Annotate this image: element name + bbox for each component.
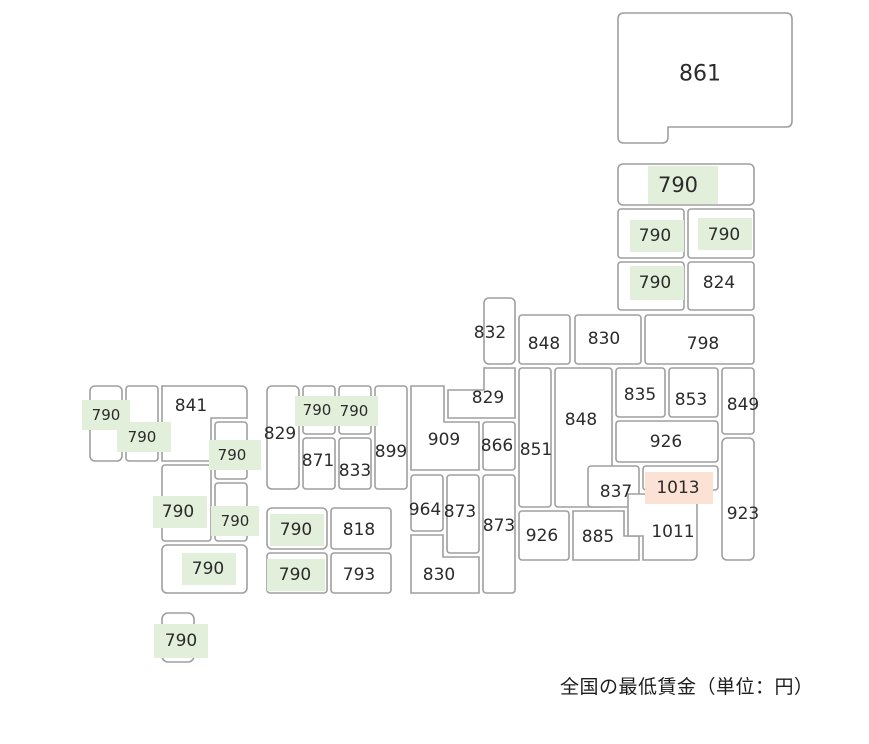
value-kanagawa: 1011 — [651, 522, 694, 542]
value-shimane: 790 — [303, 401, 332, 419]
highlight-saga — [117, 422, 171, 452]
cell-fukushima — [644, 314, 755, 365]
value-shiga: 866 — [481, 436, 513, 456]
value-hiroshima: 871 — [302, 451, 334, 471]
value-yamagata: 790 — [639, 273, 671, 293]
value-yamaguchi: 829 — [264, 424, 296, 444]
highlight-ehime — [270, 514, 324, 546]
cell-yamanashi — [587, 465, 640, 508]
value-fukui: 829 — [472, 388, 504, 408]
value-okayama: 833 — [339, 461, 371, 481]
cell-gifu — [518, 367, 552, 508]
value-osaka: 964 — [409, 500, 441, 520]
value-tokyo: 1013 — [656, 478, 699, 498]
cell-ibaraki — [721, 367, 755, 435]
cell-mie — [482, 474, 516, 594]
cell-aichi — [518, 510, 570, 561]
cell-toyama — [518, 314, 571, 365]
cell-fukui — [447, 367, 516, 419]
value-tottori: 790 — [340, 402, 369, 420]
value-tokushima: 793 — [343, 565, 375, 585]
highlight-miyazaki — [211, 506, 259, 536]
highlight-kumamoto — [153, 496, 207, 528]
cell-osaka — [410, 474, 444, 532]
highlight-akita — [630, 220, 684, 252]
cell-shiga — [482, 421, 516, 471]
value-akita: 790 — [639, 226, 671, 246]
value-mie: 873 — [483, 516, 515, 536]
cell-tochigi — [668, 367, 719, 418]
value-chiba: 923 — [727, 504, 759, 524]
value-kyoto: 909 — [428, 430, 460, 450]
value-nagasaki: 790 — [92, 406, 121, 424]
cell-kyoto — [410, 385, 480, 471]
value-fukushima: 798 — [687, 334, 719, 354]
value-fukuoka: 841 — [175, 396, 207, 416]
value-saga: 790 — [128, 428, 157, 446]
highlight-yamagata — [630, 266, 684, 300]
value-iwate: 790 — [708, 225, 740, 245]
value-hyogo: 899 — [375, 442, 407, 462]
value-kochi: 790 — [279, 565, 311, 585]
value-tochigi: 853 — [675, 390, 707, 410]
value-nara: 873 — [444, 502, 476, 522]
highlight-tottori — [336, 396, 378, 426]
value-ibaraki: 849 — [727, 395, 759, 415]
value-ishikawa: 832 — [474, 323, 506, 343]
cell-hyogo — [374, 385, 408, 490]
cell-hokkaido — [617, 12, 793, 144]
value-toyama: 848 — [528, 334, 560, 354]
value-saitama: 926 — [650, 432, 682, 452]
value-kagoshima: 790 — [192, 559, 224, 579]
cell-nara — [446, 474, 480, 554]
cell-ishikawa — [483, 297, 516, 365]
value-miyagi: 824 — [703, 273, 735, 293]
cell-gunma — [615, 367, 666, 418]
cell-tokushima — [330, 552, 392, 594]
value-nagano: 848 — [565, 410, 597, 430]
value-aomori: 790 — [658, 173, 698, 197]
value-shizuoka: 885 — [582, 527, 614, 547]
value-niigata: 830 — [588, 329, 620, 349]
highlight-kagoshima — [182, 553, 236, 585]
value-kumamoto: 790 — [162, 502, 194, 522]
cell-kanagawa — [627, 493, 698, 561]
highlight-shimane — [295, 396, 337, 426]
highlight-tokyo — [645, 472, 713, 504]
highlight-oita — [209, 440, 261, 470]
highlight-okinawa — [154, 624, 208, 658]
highlight-aomori — [648, 166, 718, 204]
highlight-kochi — [267, 559, 325, 591]
cell-okayama — [338, 437, 372, 490]
highlight-iwate — [698, 218, 752, 250]
value-gunma: 835 — [624, 385, 656, 405]
value-hokkaido: 861 — [679, 62, 721, 87]
map-caption: 全国の最低賃金（単位：円） — [560, 676, 814, 698]
value-wakayama: 830 — [423, 565, 455, 585]
value-okinawa: 790 — [165, 631, 197, 651]
cell-fukuoka — [161, 385, 248, 462]
cell-yamaguchi — [266, 385, 300, 490]
value-gifu: 851 — [520, 440, 552, 460]
cell-miyagi — [687, 261, 755, 311]
value-aichi: 926 — [526, 526, 558, 546]
value-ehime: 790 — [280, 520, 312, 540]
cell-kagawa — [330, 507, 392, 550]
cell-saitama — [615, 420, 719, 463]
value-kagawa: 818 — [343, 520, 375, 540]
value-miyazaki: 790 — [221, 512, 250, 530]
value-highlights — [82, 166, 752, 658]
value-labels: 861 790 790 790 790 824 830 798 832 848 … — [92, 62, 760, 652]
value-yamanashi: 837 — [600, 482, 632, 502]
cell-chiba — [721, 437, 755, 561]
cell-niigata — [574, 314, 642, 365]
cell-hiroshima — [302, 437, 336, 490]
cell-wakayama — [410, 534, 480, 594]
value-oita: 790 — [218, 446, 247, 464]
